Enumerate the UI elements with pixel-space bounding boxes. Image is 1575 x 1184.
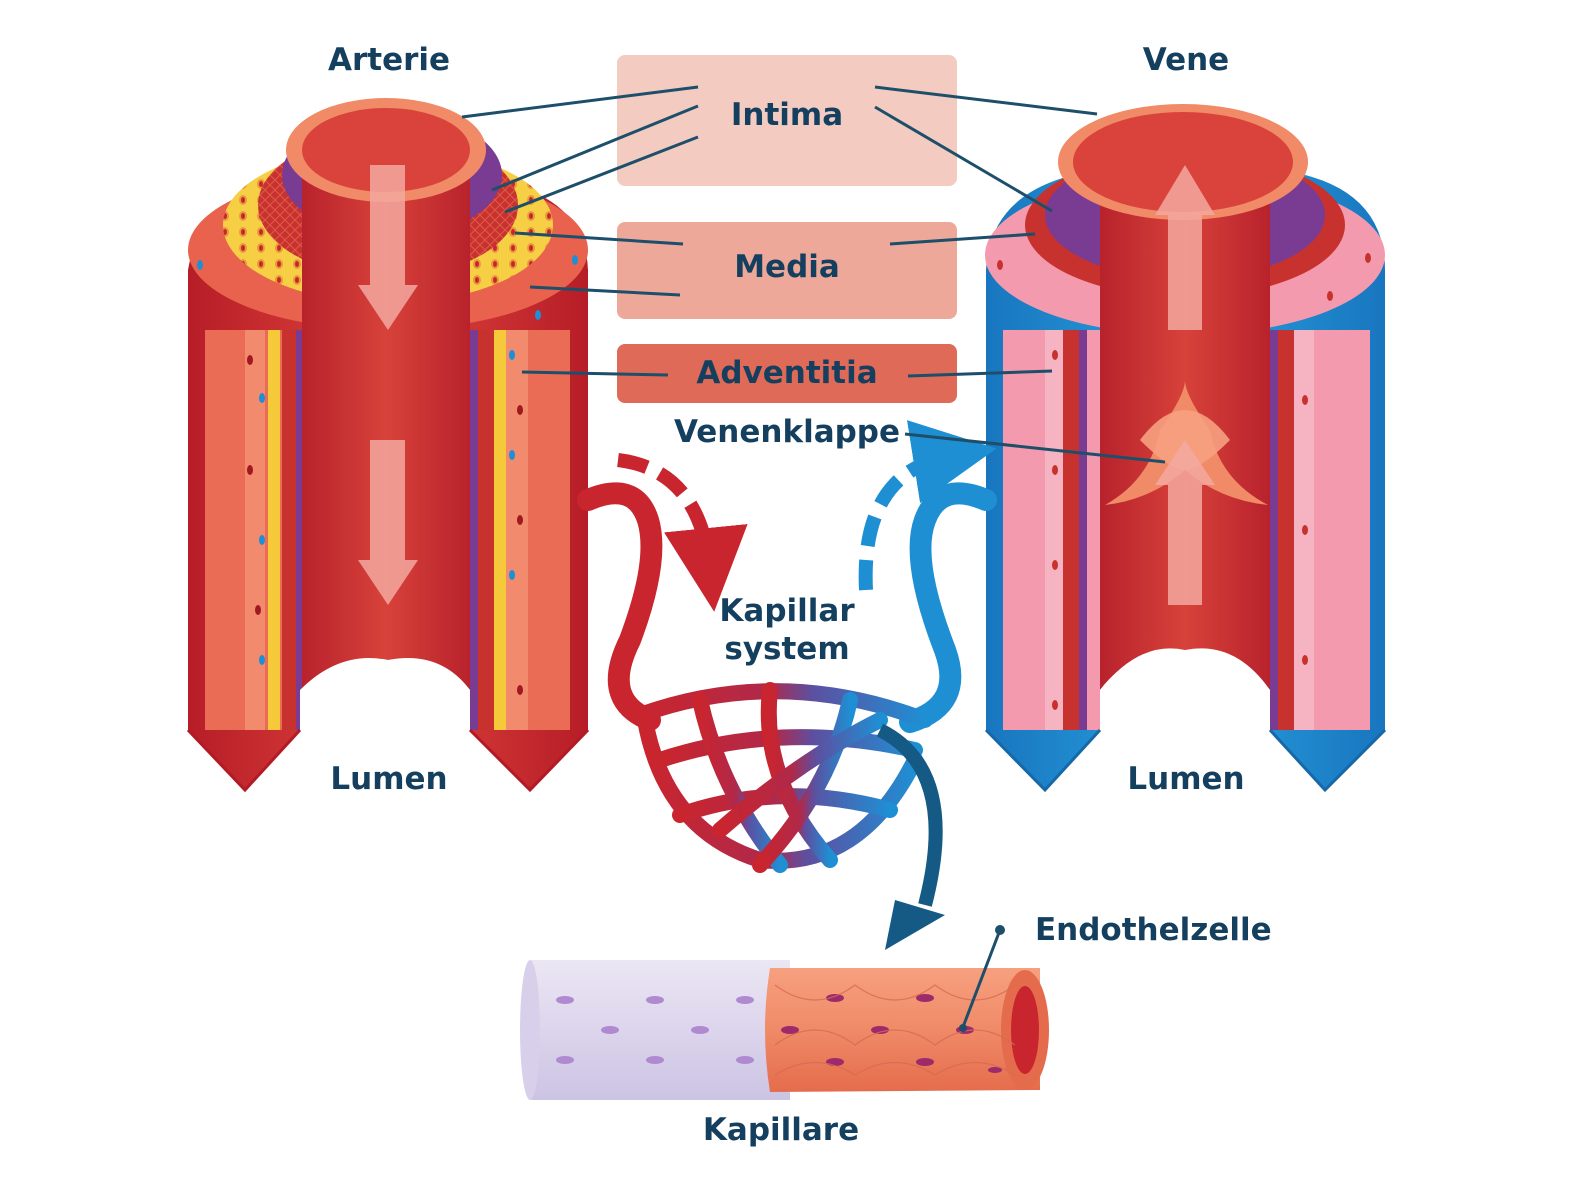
media-box [617, 222, 957, 319]
artery-illustration [186, 98, 590, 793]
adventitia-box [617, 344, 957, 403]
vein-valve-label: Venenklappe [673, 414, 901, 450]
capillary-tube [520, 960, 1049, 1100]
artery-lumen-label: Lumen [330, 761, 448, 797]
capillary-label: Kapillare [702, 1112, 860, 1148]
capillary-system-label-line2: system [724, 631, 850, 667]
leader-lines [461, 85, 1166, 1028]
artery-title: Arterie [327, 42, 451, 78]
capillary-system-label-line1: Kapillar [719, 593, 855, 629]
vein-illustration [984, 104, 1387, 793]
media-label: Media [734, 249, 840, 285]
endothel-pointer-dot [995, 925, 1005, 935]
intima-label: Intima [730, 97, 844, 133]
capillary-network [577, 420, 997, 950]
vein-lumen-label: Lumen [1127, 761, 1245, 797]
endothelial-cell-label: Endothelzelle [1035, 912, 1272, 948]
vein-title: Vene [1142, 42, 1230, 78]
adventitia-label: Adventitia [696, 355, 878, 391]
